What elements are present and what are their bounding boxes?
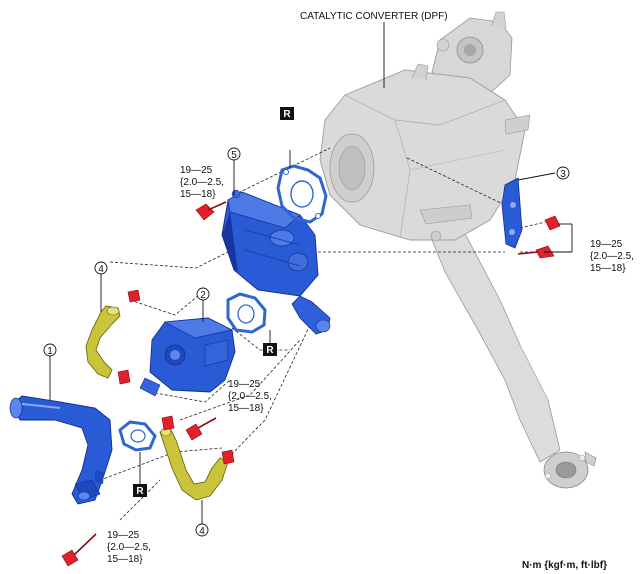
svg-text:19—25: 19—25 [590,239,623,250]
svg-text:1: 1 [47,346,53,357]
callout-5: 5 [227,147,241,161]
bracket [501,177,523,249]
gasket-middle [226,292,267,334]
bolt-water-pipe [61,533,97,567]
svg-text:15—18}: 15—18} [228,403,264,414]
water-hose-upper [85,305,121,379]
callout-1: 1 [43,343,57,357]
svg-text:{2.0—2.5,: {2.0—2.5, [228,391,272,402]
torque-units-label: N·m {kgf·m, ft·lbf} [522,560,607,571]
svg-text:19—25: 19—25 [180,165,213,176]
svg-text:15—18}: 15—18} [180,189,216,200]
bolt-egr-cooler [195,201,227,221]
water-hose-lower [159,427,229,501]
svg-text:19—25: 19—25 [228,379,261,390]
svg-text:{2.0—2.5,: {2.0—2.5, [180,177,224,188]
dpf-label: CATALYTIC CONVERTER (DPF) [300,11,448,22]
svg-text:19—25: 19—25 [107,530,140,541]
svg-text:4: 4 [199,526,205,537]
svg-text:R: R [283,109,291,120]
replace-mark-upper: R [280,107,294,120]
gasket-lower [118,420,157,452]
svg-text:15—18}: 15—18} [107,554,143,565]
svg-text:{2.0—2.5,: {2.0—2.5, [107,542,151,553]
svg-text:R: R [266,345,274,356]
svg-text:R: R [136,486,144,497]
torque-spec-egr-cooler: 19—25 {2.0—2.5, 15—18} [180,165,224,200]
water-pipe [9,395,113,505]
svg-text:{2.0—2.5,: {2.0—2.5, [590,251,634,262]
hose-clamps [117,289,235,465]
svg-text:2: 2 [200,290,206,301]
torque-spec-bracket: 19—25 {2.0—2.5, 15—18} [590,239,634,274]
bolt-bracket-upper [544,215,561,231]
catalytic-converter-dpf [319,11,597,489]
leader-lines [49,22,573,524]
replace-mark-middle: R [263,343,277,356]
callout-4-upper: 4 [94,261,108,275]
egr-valve [139,317,236,397]
torque-spec-egr-valve: 19—25 {2.0—2.5, 15—18} [228,379,272,414]
downpipe-flange [543,451,597,489]
callout-4-lower: 4 [195,523,209,537]
replace-mark-lower: R [133,484,147,497]
callout-2: 2 [196,287,210,301]
torque-spec-water-pipe: 19—25 {2.0—2.5, 15—18} [107,530,151,565]
callout-3: 3 [556,166,570,180]
svg-text:15—18}: 15—18} [590,263,626,274]
svg-text:4: 4 [98,264,104,275]
svg-text:3: 3 [560,169,566,180]
bolt-egr-valve [185,417,217,441]
svg-text:5: 5 [231,150,237,161]
gasket-upper [276,164,328,224]
